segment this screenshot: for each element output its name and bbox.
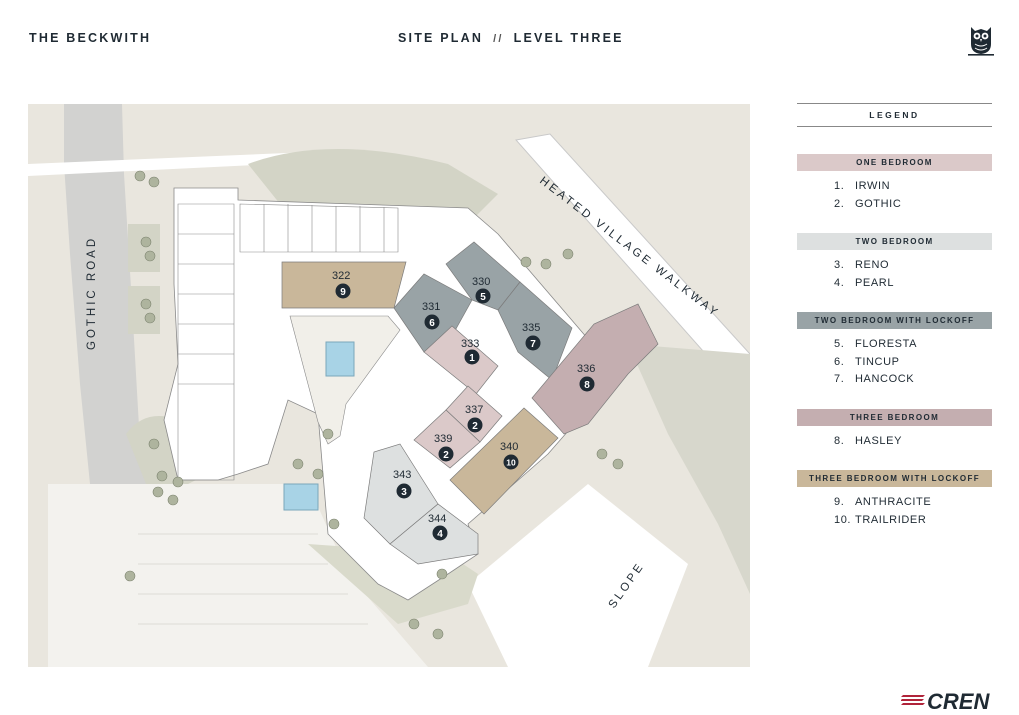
legend-item: 2.GOTHIC — [834, 197, 902, 210]
plan-title: SITE PLAN // LEVEL THREE — [398, 31, 624, 45]
legend-category: TWO BEDROOM WITH LOCKOFF — [797, 312, 992, 329]
legend-category: THREE BEDROOM WITH LOCKOFF — [797, 470, 992, 487]
unit-335-shape — [497, 281, 573, 381]
cren-logo-icon: CREN — [901, 689, 990, 712]
legend-category: ONE BEDROOM — [797, 154, 992, 171]
unit-339-shape — [413, 409, 481, 469]
trees — [124, 170, 624, 640]
owl-logo-icon — [968, 27, 994, 56]
legend-group-three-bedroom: THREE BEDROOM 8.HASLEY — [797, 408, 992, 451]
legend-category: TWO BEDROOM — [797, 233, 992, 250]
heated-walkway — [515, 133, 750, 405]
site-plan-map — [28, 104, 750, 667]
legend-item: 3.RENO — [834, 259, 890, 271]
legend-group-three-bedroom-lockoff: THREE BEDROOM WITH LOCKOFF 9.ANTHRACITE … — [797, 470, 992, 529]
parking-area — [48, 484, 428, 667]
plan-title-separator: // — [493, 33, 504, 45]
legend: LEGEND ONE BEDROOM 1.IRWIN 2.GOTHIC TWO … — [797, 103, 992, 549]
unit-322-shape — [281, 261, 407, 309]
legend-item: 7.HANCOCK — [834, 373, 915, 385]
legend-title: LEGEND — [797, 103, 992, 127]
pool — [325, 341, 355, 377]
legend-item: 6.TINCUP — [834, 355, 900, 368]
unit-336-shape — [531, 303, 659, 435]
legend-item: 9.ANTHRACITE — [834, 496, 932, 508]
hot-tub — [283, 483, 319, 511]
legend-item: 5.FLORESTA — [834, 338, 918, 350]
legend-item: 10.TRAILRIDER — [834, 513, 927, 526]
unit-333-shape — [423, 325, 499, 395]
legend-item: 1.IRWIN — [834, 180, 891, 192]
legend-item: 8.HASLEY — [834, 434, 903, 447]
legend-item: 4.PEARL — [834, 276, 895, 289]
plan-title-text: SITE PLAN — [398, 31, 484, 45]
gothic-road — [64, 104, 146, 484]
plan-level: LEVEL THREE — [513, 31, 624, 45]
legend-group-two-bedroom-lockoff: TWO BEDROOM WITH LOCKOFF 5.FLORESTA 6.TI… — [797, 312, 992, 389]
cren-logo-text: CREN — [927, 689, 990, 712]
slope-area — [468, 484, 688, 667]
legend-group-two-bedroom: TWO BEDROOM 3.RENO 4.PEARL — [797, 233, 992, 292]
courtyard — [289, 315, 401, 445]
legend-group-one-bedroom: ONE BEDROOM 1.IRWIN 2.GOTHIC — [797, 154, 992, 213]
lawn-east — [628, 344, 750, 594]
legend-category: THREE BEDROOM — [797, 408, 992, 426]
brand-title: THE BECKWITH — [29, 31, 152, 45]
